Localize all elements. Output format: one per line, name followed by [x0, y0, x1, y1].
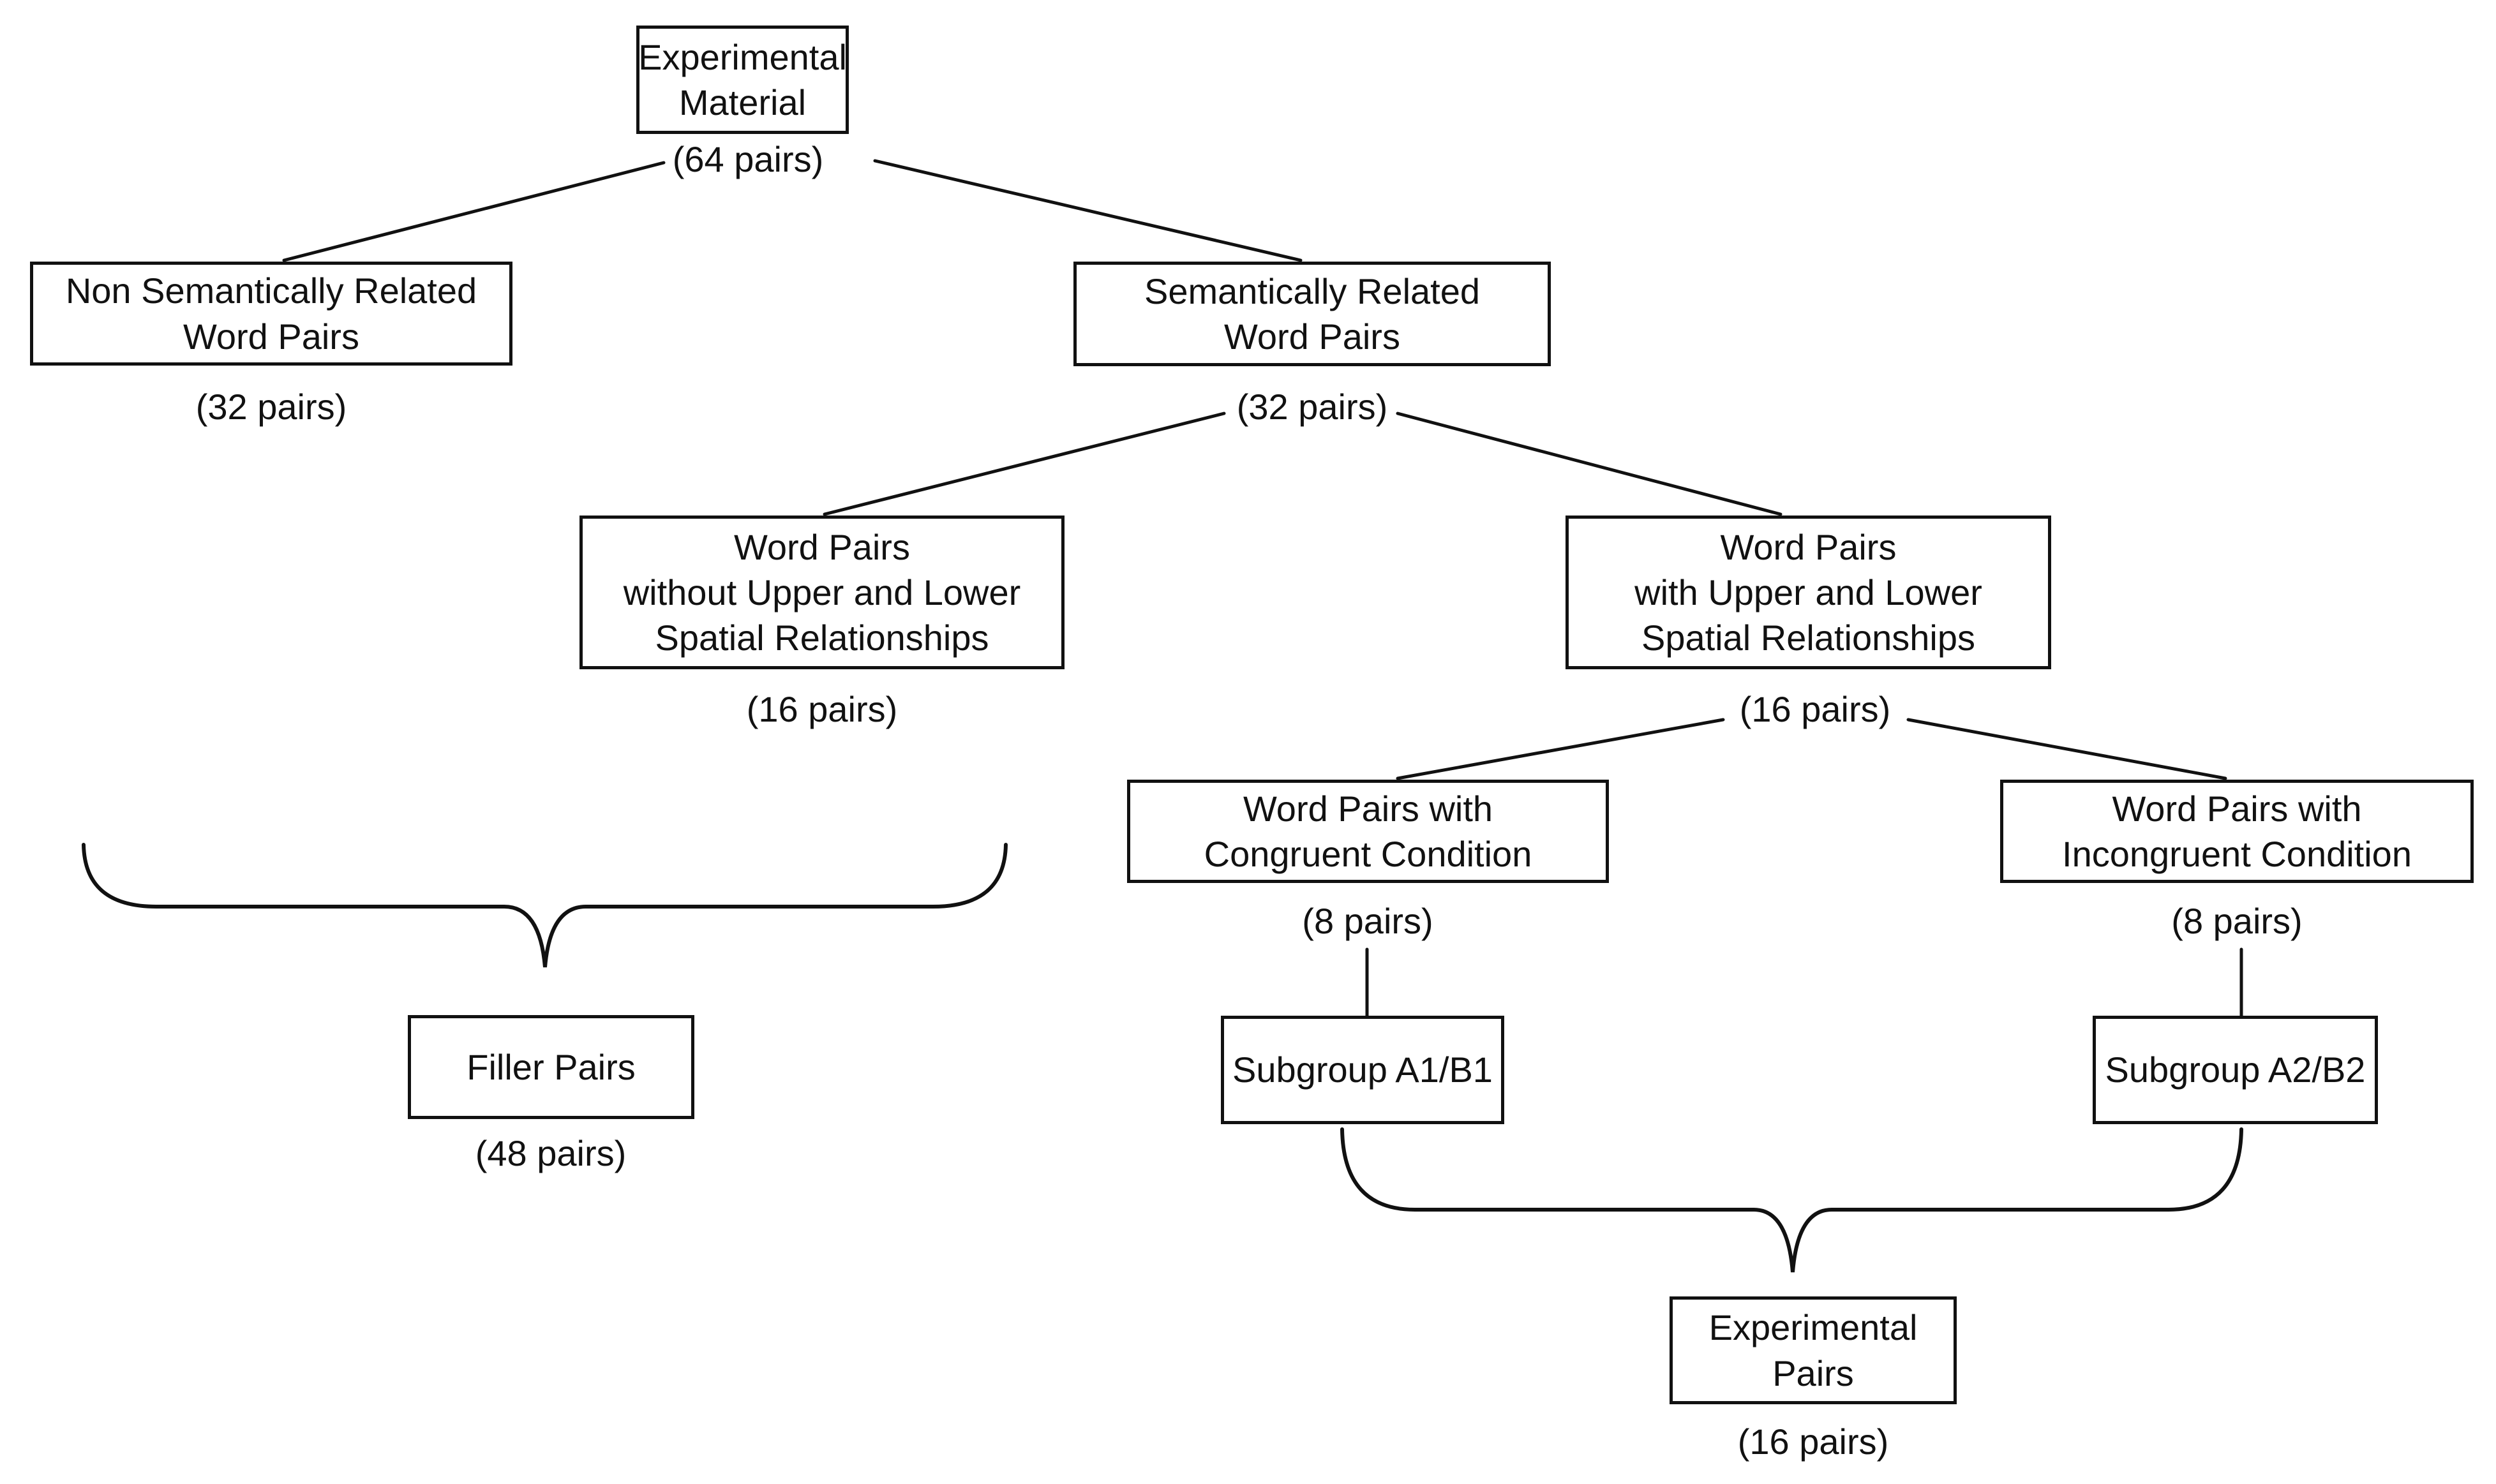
caption-incongruent-condition: (8 pairs): [2171, 901, 2303, 941]
node-subgroup-a1-b1: Subgroup A1/B1: [1221, 1016, 1504, 1124]
caption-experimental-material: (64 pairs): [672, 139, 824, 179]
caption-filler-pairs: (48 pairs): [475, 1133, 627, 1173]
edge-withspatial-to-incongruent: [1906, 718, 2227, 780]
node-filler-pairs: Filler Pairs: [408, 1015, 694, 1119]
node-experimental-pairs: Experimental Pairs: [1670, 1296, 1957, 1404]
caption-experimental-pairs: (16 pairs): [1737, 1421, 1889, 1462]
node-with-spatial-relationships: Word Pairs with Upper and Lower Spatial …: [1566, 516, 2051, 669]
brace-experimental-pairs: [1340, 1127, 2243, 1273]
edge-semantic-to-with-spatial: [1396, 412, 1782, 516]
edge-withspatial-to-congruent: [1396, 718, 1725, 780]
node-incongruent-condition: Word Pairs with Incongruent Condition: [2000, 780, 2474, 883]
caption-with-spatial-relationships: (16 pairs): [1739, 689, 1891, 729]
caption-non-semantically-related: (32 pairs): [195, 387, 347, 427]
node-subgroup-a2-b2: Subgroup A2/B2: [2093, 1016, 2378, 1124]
node-semantically-related: Semantically Related Word Pairs: [1073, 262, 1551, 366]
node-congruent-condition: Word Pairs with Congruent Condition: [1127, 780, 1609, 883]
caption-without-spatial-relationships: (16 pairs): [746, 689, 898, 729]
caption-congruent-condition: (8 pairs): [1302, 901, 1433, 941]
edge-semantic-to-without-spatial: [823, 412, 1226, 516]
node-without-spatial-relationships: Word Pairs without Upper and Lower Spati…: [579, 516, 1065, 669]
edge-root-to-nonsemantic: [282, 161, 666, 262]
caption-semantically-related: (32 pairs): [1236, 387, 1388, 427]
edge-root-to-semantic: [873, 159, 1303, 262]
brace-filler-pairs: [82, 843, 1008, 968]
node-non-semantically-related: Non Semantically Related Word Pairs: [30, 262, 512, 366]
node-experimental-material: Experimental Material: [636, 26, 849, 134]
